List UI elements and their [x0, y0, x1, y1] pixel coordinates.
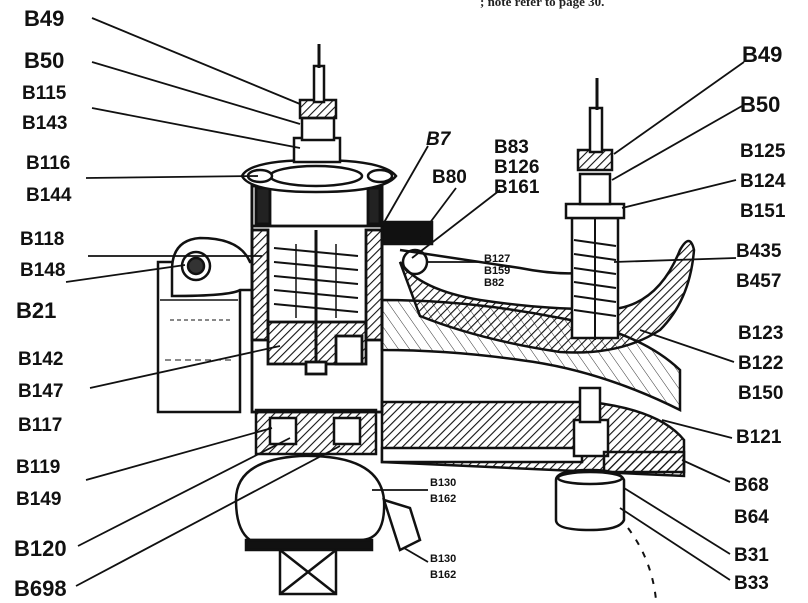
label-b457: B457 — [736, 271, 782, 292]
label-b50-right: B50 — [740, 92, 781, 117]
mounting-lug — [170, 236, 264, 298]
label-b118: B118 — [20, 229, 65, 250]
label-b123: B123 — [738, 323, 784, 344]
label-b130-lower: B130 — [430, 553, 457, 565]
lower-jet-assembly — [554, 386, 686, 532]
label-b117: B117 — [18, 415, 63, 436]
label-b50-left: B50 — [24, 48, 65, 73]
jet-block — [380, 220, 591, 276]
label-b161: B161 — [494, 177, 540, 198]
fuel-pipe-dashed — [627, 527, 657, 601]
label-b142: B142 — [18, 349, 64, 370]
label-b49-left: B49 — [24, 6, 65, 31]
label-b120: B120 — [14, 536, 67, 561]
label-b83: B83 — [494, 137, 529, 158]
label-b159: B159 — [484, 265, 511, 277]
label-b121: B121 — [736, 427, 782, 448]
label-b127: B127 — [484, 253, 511, 265]
label-b49-right: B49 — [742, 42, 783, 67]
label-b115: B115 — [22, 83, 67, 104]
label-b64: B64 — [734, 507, 769, 528]
header-fragment: ; note refer to page 30. — [480, 0, 605, 9]
label-b147: B147 — [18, 381, 64, 402]
label-b144: B144 — [26, 185, 72, 206]
label-b122: B122 — [738, 353, 784, 374]
label-b143: B143 — [22, 113, 68, 134]
label-b148: B148 — [20, 260, 66, 281]
label-b31: B31 — [734, 545, 769, 566]
label-b435: B435 — [736, 241, 782, 262]
label-b162-lower: B162 — [430, 569, 457, 581]
label-b116: B116 — [26, 153, 71, 174]
leader-lines — [65, 17, 745, 587]
label-b162-upper: B162 — [430, 493, 457, 505]
label-b126: B126 — [494, 157, 540, 178]
main-top-cap — [240, 44, 398, 194]
label-b124: B124 — [740, 171, 786, 192]
label-b7: B7 — [426, 129, 451, 150]
label-b21: B21 — [16, 298, 57, 323]
label-b68: B68 — [734, 475, 769, 496]
label-b150: B150 — [738, 383, 784, 404]
label-b130-upper: B130 — [430, 477, 457, 489]
main-chamber — [250, 184, 384, 414]
label-b698: B698 — [14, 576, 67, 601]
float-bowl — [234, 408, 422, 596]
label-b119: B119 — [16, 457, 61, 478]
label-b125: B125 — [740, 141, 786, 162]
label-b80: B80 — [432, 167, 467, 188]
label-b82: B82 — [484, 277, 505, 289]
label-b151: B151 — [740, 201, 786, 222]
main-spring — [273, 244, 359, 318]
label-b33: B33 — [734, 573, 769, 594]
label-b149: B149 — [16, 489, 62, 510]
right-chamber — [398, 78, 696, 354]
